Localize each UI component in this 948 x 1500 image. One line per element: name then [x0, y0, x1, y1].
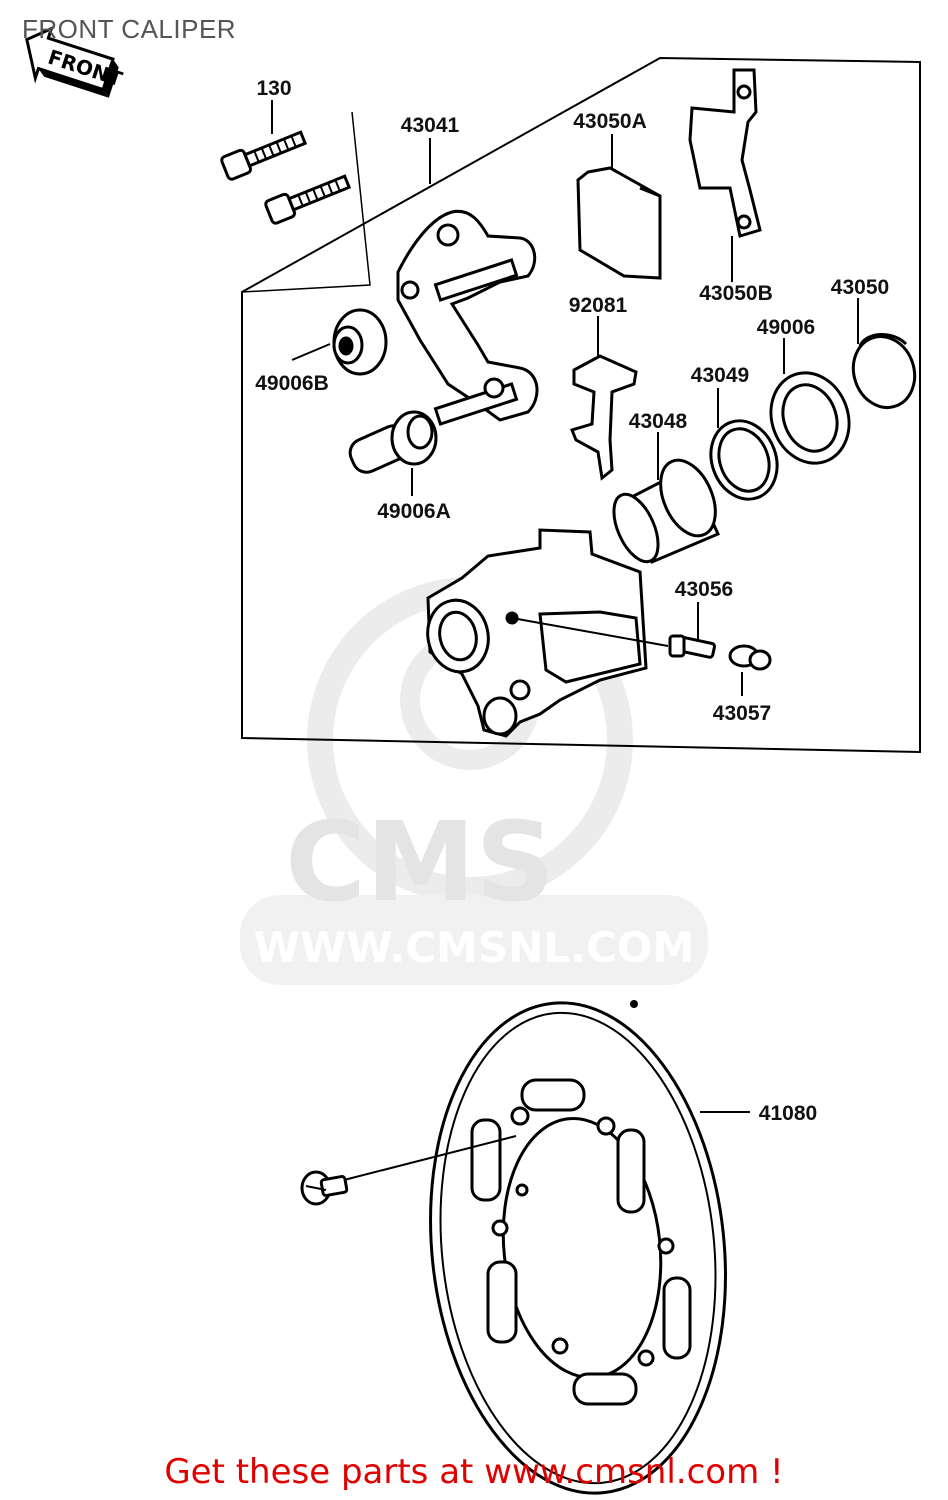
- bolt-130-icon: [220, 130, 352, 225]
- page-title: FRONT CALIPER: [22, 14, 237, 44]
- piston-43048-icon: [612, 458, 721, 564]
- assembly-boundary: [241, 56, 921, 754]
- sleeve-49006A-icon: [348, 410, 438, 474]
- dust-seal-49006-icon: [769, 371, 851, 465]
- part-label-49006B: 49006B: [255, 372, 329, 395]
- bleeder-cap-43057-icon: [728, 644, 772, 671]
- caliper-body-icon: [426, 528, 648, 738]
- part-label-49006: 49006: [757, 316, 815, 339]
- part-label-92081: 92081: [569, 294, 628, 317]
- part-label-43050: 43050: [831, 276, 889, 299]
- part-label-41080: 41080: [759, 1102, 817, 1125]
- get-parts-link[interactable]: Get these parts at www.cmsnl.com !: [164, 1452, 784, 1492]
- leader-lines: [271, 100, 859, 1181]
- brake-pad-43050A-icon: [576, 166, 662, 280]
- part-label-43057: 43057: [713, 702, 771, 725]
- pad-spring-92081-icon: [569, 354, 638, 481]
- watermark-url: WWW.CMSNL.COM: [254, 923, 695, 972]
- caliper-bracket-43041-icon: [396, 209, 539, 426]
- part-label-43056: 43056: [675, 578, 733, 601]
- part-label-43050B: 43050B: [699, 282, 773, 305]
- part-label-43048: 43048: [629, 410, 688, 433]
- speck-dot: [630, 1000, 638, 1008]
- dust-seal-49006B-icon: [332, 308, 388, 376]
- disc-screw-icon: [300, 1170, 349, 1206]
- cms-watermark: CMS WWW.CMSNL.COM: [240, 577, 708, 985]
- part-label-43041: 43041: [401, 114, 460, 137]
- part-label-43049: 43049: [691, 364, 749, 387]
- watermark-brand: CMS: [285, 798, 554, 926]
- bracket-subboundary: [241, 111, 371, 293]
- brake-pad-43050B-icon: [688, 68, 762, 238]
- brake-disc-41080-icon: [429, 1001, 727, 1495]
- part-label-49006A: 49006A: [377, 500, 451, 523]
- piston-seal-43049-icon: [709, 419, 779, 501]
- part-label-130: 130: [256, 77, 291, 100]
- part-labels: 130 43041 43050A 43050B 43050 92081 4900…: [255, 77, 889, 1125]
- bleeder-valve-43056-icon: [668, 634, 716, 659]
- cap-43050-icon: [851, 333, 917, 409]
- part-label-43050A: 43050A: [573, 110, 647, 133]
